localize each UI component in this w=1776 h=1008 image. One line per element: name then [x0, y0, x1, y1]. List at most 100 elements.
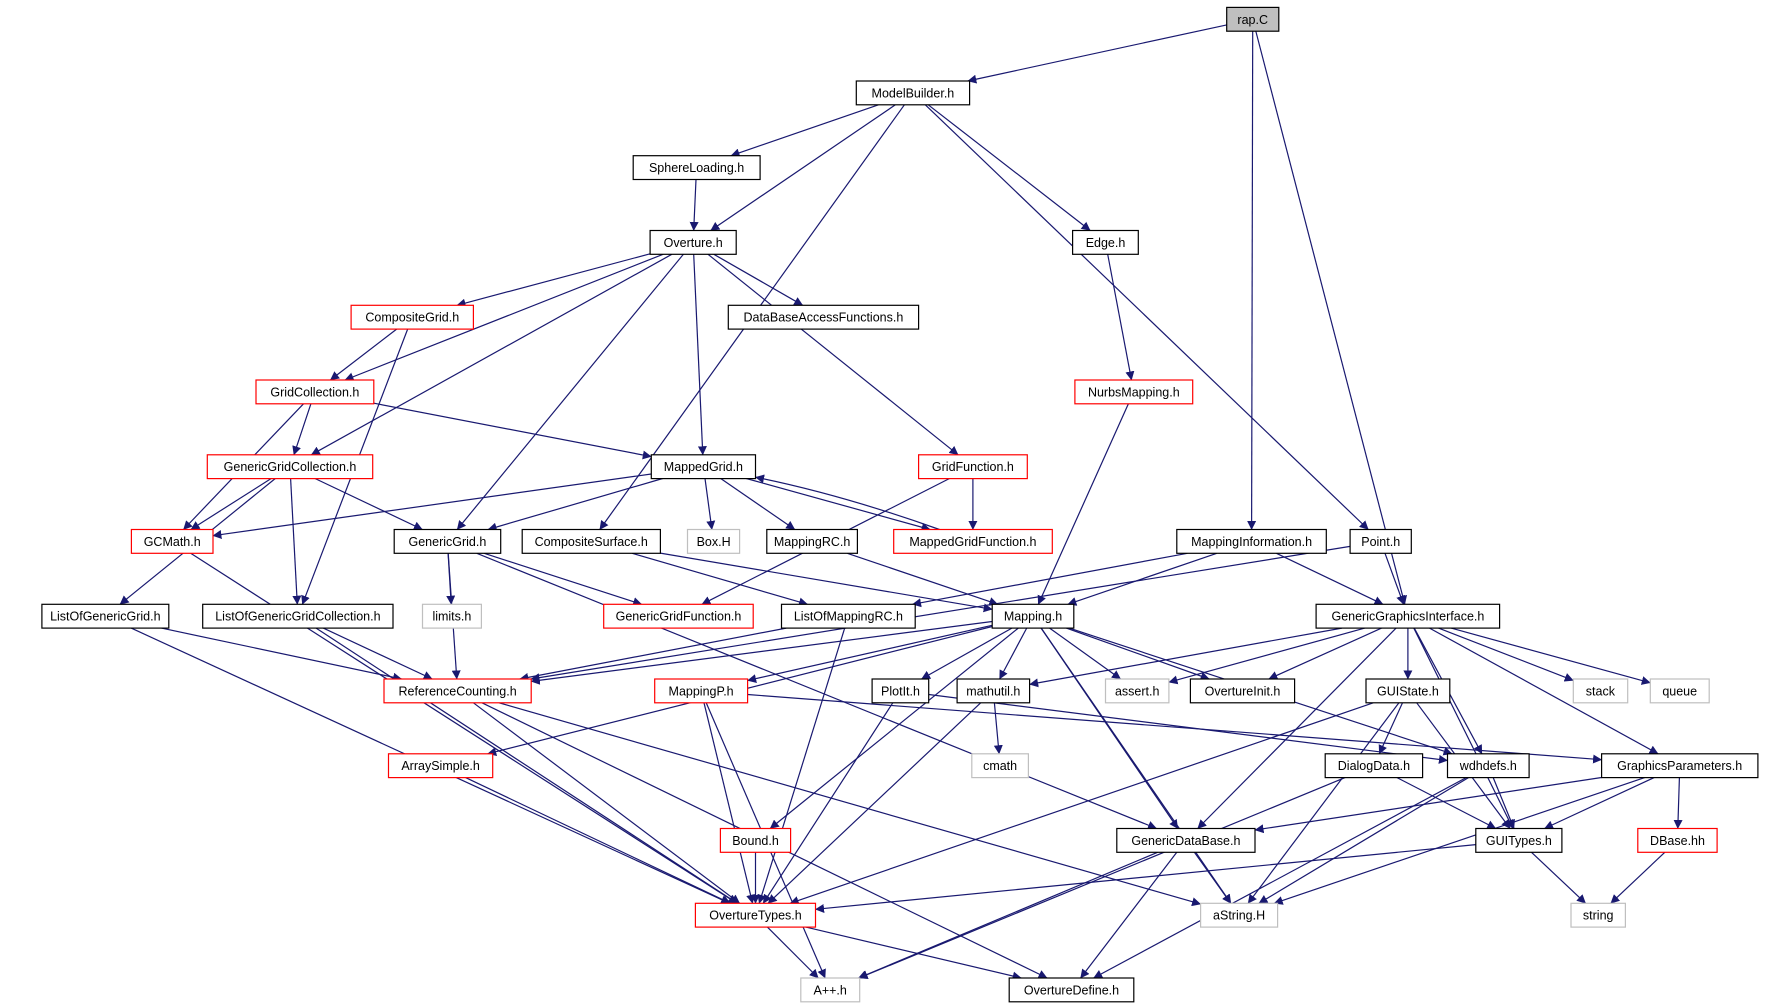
- node-BoxH[interactable]: Box.H: [686, 528, 741, 554]
- node-DataBaseAccessFunctions[interactable]: DataBaseAccessFunctions.h: [727, 304, 920, 330]
- node-Overture[interactable]: Overture.h: [649, 229, 737, 255]
- node-string[interactable]: string: [1570, 902, 1627, 928]
- node-OvertureDefine[interactable]: OvertureDefine.h: [1008, 977, 1135, 1003]
- node-GridFunction-box[interactable]: [917, 454, 1028, 480]
- node-OvertureInit-box[interactable]: [1189, 678, 1296, 704]
- node-MappingP-box[interactable]: [654, 678, 749, 704]
- node-ModelBuilder[interactable]: ModelBuilder.h: [855, 80, 971, 106]
- node-GenericDataBase-box[interactable]: [1116, 827, 1256, 853]
- node-GenericGraphicsInterface[interactable]: GenericGraphicsInterface.h: [1315, 603, 1501, 629]
- node-MappedGrid-box[interactable]: [650, 454, 757, 480]
- node-GCMath-box[interactable]: [130, 528, 214, 554]
- node-assert-box[interactable]: [1104, 678, 1170, 704]
- node-assert[interactable]: assert.h: [1104, 678, 1170, 704]
- node-SphereLoading-box[interactable]: [632, 155, 761, 181]
- node-NurbsMapping-box[interactable]: [1074, 379, 1194, 405]
- node-DBase-box[interactable]: [1637, 827, 1718, 853]
- node-BoxH-box[interactable]: [686, 528, 741, 554]
- node-Edge[interactable]: Edge.h: [1071, 229, 1139, 255]
- node-GenericGridFunction[interactable]: GenericGridFunction.h: [603, 603, 754, 629]
- node-MappingInformation-box[interactable]: [1176, 528, 1327, 554]
- node-MappingRC-box[interactable]: [766, 528, 858, 554]
- node-CompositeGrid-box[interactable]: [350, 304, 475, 330]
- node-PlotIt-box[interactable]: [871, 678, 930, 704]
- node-GridFunction[interactable]: GridFunction.h: [917, 454, 1028, 480]
- node-Bound[interactable]: Bound.h: [719, 827, 792, 853]
- node-aString[interactable]: aString.H: [1199, 902, 1279, 928]
- node-App-box[interactable]: [800, 977, 861, 1003]
- node-ReferenceCounting-box[interactable]: [383, 678, 532, 704]
- node-GUIState-box[interactable]: [1365, 678, 1451, 704]
- node-MappingRC[interactable]: MappingRC.h: [766, 528, 858, 554]
- node-CompositeSurface-box[interactable]: [521, 528, 662, 554]
- node-queue-box[interactable]: [1649, 678, 1710, 704]
- node-MappedGrid[interactable]: MappedGrid.h: [650, 454, 757, 480]
- node-stack[interactable]: stack: [1572, 678, 1629, 704]
- node-OvertureTypes[interactable]: OvertureTypes.h: [694, 902, 817, 928]
- node-ListOfGenericGrid-box[interactable]: [41, 603, 170, 629]
- node-mathutil[interactable]: mathutil.h: [956, 678, 1031, 704]
- node-Edge-box[interactable]: [1071, 229, 1139, 255]
- node-GenericGridFunction-box[interactable]: [603, 603, 754, 629]
- node-cmath[interactable]: cmath: [971, 753, 1029, 779]
- node-GCMath[interactable]: GCMath.h: [130, 528, 214, 554]
- node-GUITypes-box[interactable]: [1475, 827, 1563, 853]
- node-rap[interactable]: rap.C: [1226, 6, 1280, 32]
- node-MappedGridFunction-box[interactable]: [893, 528, 1053, 554]
- node-ListOfMappingRC[interactable]: ListOfMappingRC.h: [780, 603, 916, 629]
- node-MappingP[interactable]: MappingP.h: [654, 678, 749, 704]
- node-ModelBuilder-box[interactable]: [855, 80, 971, 106]
- node-GenericGridCollection[interactable]: GenericGridCollection.h: [206, 454, 374, 480]
- node-Mapping-box[interactable]: [991, 603, 1075, 629]
- node-wdhdefs-box[interactable]: [1446, 753, 1530, 779]
- node-DialogData[interactable]: DialogData.h: [1324, 753, 1424, 779]
- node-ArraySimple[interactable]: ArraySimple.h: [387, 753, 494, 779]
- node-wdhdefs[interactable]: wdhdefs.h: [1446, 753, 1530, 779]
- node-limits-box[interactable]: [421, 603, 483, 629]
- node-Point[interactable]: Point.h: [1349, 528, 1412, 554]
- node-DataBaseAccessFunctions-box[interactable]: [727, 304, 920, 330]
- node-GenericGridCollection-box[interactable]: [206, 454, 374, 480]
- node-NurbsMapping[interactable]: NurbsMapping.h: [1074, 379, 1194, 405]
- node-rap-box[interactable]: [1226, 6, 1280, 32]
- node-MappingInformation[interactable]: MappingInformation.h: [1176, 528, 1327, 554]
- node-GraphicsParameters[interactable]: GraphicsParameters.h: [1600, 753, 1759, 779]
- node-DBase[interactable]: DBase.hh: [1637, 827, 1718, 853]
- node-DialogData-box[interactable]: [1324, 753, 1424, 779]
- node-Mapping[interactable]: Mapping.h: [991, 603, 1075, 629]
- node-ArraySimple-box[interactable]: [387, 753, 494, 779]
- node-SphereLoading[interactable]: SphereLoading.h: [632, 155, 761, 181]
- node-Bound-box[interactable]: [719, 827, 792, 853]
- node-string-box[interactable]: [1570, 902, 1627, 928]
- node-PlotIt[interactable]: PlotIt.h: [871, 678, 930, 704]
- node-stack-box[interactable]: [1572, 678, 1629, 704]
- node-GenericGrid-box[interactable]: [393, 528, 502, 554]
- node-OvertureDefine-box[interactable]: [1008, 977, 1135, 1003]
- node-queue[interactable]: queue: [1649, 678, 1710, 704]
- node-ListOfGenericGridCollection-box[interactable]: [202, 603, 394, 629]
- node-GenericGrid[interactable]: GenericGrid.h: [393, 528, 502, 554]
- node-cmath-box[interactable]: [971, 753, 1029, 779]
- node-App[interactable]: A++.h: [800, 977, 861, 1003]
- node-CompositeGrid[interactable]: CompositeGrid.h: [350, 304, 475, 330]
- node-mathutil-box[interactable]: [956, 678, 1031, 704]
- node-ReferenceCounting[interactable]: ReferenceCounting.h: [383, 678, 532, 704]
- node-Overture-box[interactable]: [649, 229, 737, 255]
- node-GraphicsParameters-box[interactable]: [1600, 753, 1759, 779]
- node-GridCollection-box[interactable]: [255, 379, 375, 405]
- node-MappedGridFunction[interactable]: MappedGridFunction.h: [893, 528, 1053, 554]
- node-Point-box[interactable]: [1349, 528, 1412, 554]
- node-ListOfMappingRC-box[interactable]: [780, 603, 916, 629]
- node-GUIState[interactable]: GUIState.h: [1365, 678, 1451, 704]
- node-GUITypes[interactable]: GUITypes.h: [1475, 827, 1563, 853]
- node-OvertureTypes-box[interactable]: [694, 902, 817, 928]
- node-CompositeSurface[interactable]: CompositeSurface.h: [521, 528, 662, 554]
- node-OvertureInit[interactable]: OvertureInit.h: [1189, 678, 1296, 704]
- node-aString-box[interactable]: [1199, 902, 1279, 928]
- node-ListOfGenericGridCollection[interactable]: ListOfGenericGridCollection.h: [202, 603, 394, 629]
- node-ListOfGenericGrid[interactable]: ListOfGenericGrid.h: [41, 603, 170, 629]
- node-GridCollection[interactable]: GridCollection.h: [255, 379, 375, 405]
- node-GenericGraphicsInterface-box[interactable]: [1315, 603, 1501, 629]
- node-limits[interactable]: limits.h: [421, 603, 483, 629]
- node-GenericDataBase[interactable]: GenericDataBase.h: [1116, 827, 1256, 853]
